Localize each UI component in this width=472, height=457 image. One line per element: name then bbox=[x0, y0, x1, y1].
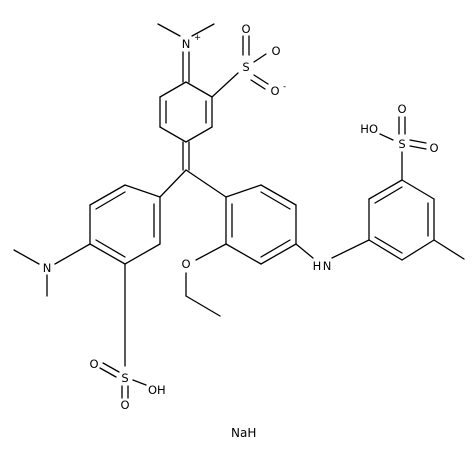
nh-h-label: H bbox=[313, 259, 322, 273]
ho-right-label: HO bbox=[360, 122, 378, 136]
middle-aromatic-ring bbox=[225, 184, 297, 265]
n-charge-label: + bbox=[194, 33, 201, 43]
o-right-upper-label: O bbox=[397, 102, 406, 116]
o-top-upper-label: O bbox=[241, 22, 250, 36]
sulfonic-acid-group-bottom: S O O OH bbox=[89, 263, 166, 412]
n-dimethylamino-label: N bbox=[43, 261, 52, 275]
o-top-right-label: O bbox=[271, 44, 280, 58]
s-bottom-label: S bbox=[121, 371, 128, 385]
n-plus-label: N bbox=[182, 37, 191, 51]
sulfonate-group-top: S O O O - bbox=[211, 22, 286, 98]
oh-bottom-label: OH bbox=[148, 383, 166, 397]
counter-ion-label: NaH bbox=[231, 426, 256, 440]
o-top-lower-label: O bbox=[270, 84, 279, 98]
dimethyliminium-group: N + bbox=[157, 23, 215, 51]
o-right-right-label: O bbox=[429, 141, 438, 155]
methyl-group bbox=[433, 239, 465, 260]
central-carbon-bonds bbox=[159, 169, 227, 198]
left-aromatic-ring bbox=[89, 184, 161, 265]
nh-n-label: N bbox=[323, 259, 332, 273]
dimethylamino-group: N bbox=[13, 243, 91, 297]
s-top-label: S bbox=[242, 60, 249, 74]
o-bottom-left-label: O bbox=[120, 398, 129, 412]
o-charge-label: - bbox=[283, 82, 286, 92]
o-ethoxy-label: O bbox=[181, 257, 190, 271]
amine-linker: H N bbox=[295, 239, 370, 273]
right-aromatic-ring bbox=[368, 179, 435, 261]
o-bottom-upper-label: O bbox=[89, 357, 98, 371]
sulfonic-acid-group-right: S HO O O bbox=[360, 102, 439, 181]
quinoid-ring bbox=[159, 51, 213, 171]
ethoxy-group: O bbox=[181, 243, 227, 317]
s-right-label: S bbox=[398, 137, 405, 151]
